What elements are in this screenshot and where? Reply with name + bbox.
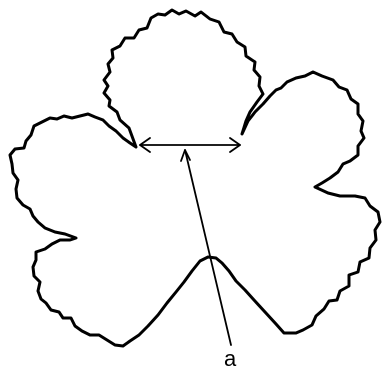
pointer-line bbox=[185, 150, 231, 345]
label-a: a bbox=[224, 346, 237, 371]
leaf-outline bbox=[10, 10, 380, 346]
